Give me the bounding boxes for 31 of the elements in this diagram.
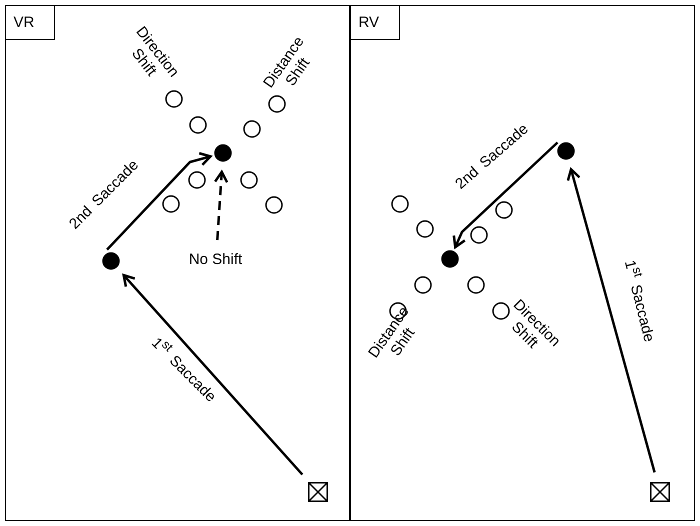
arrow <box>122 274 304 476</box>
target-circle <box>162 194 180 212</box>
target-circle <box>494 200 512 218</box>
panel <box>350 5 695 521</box>
target-circle <box>242 120 260 138</box>
arrow <box>214 170 228 240</box>
fixation-dot <box>556 142 574 160</box>
panel-label: RV <box>350 4 400 40</box>
arrow <box>106 152 212 251</box>
target-circle <box>390 194 408 212</box>
target-circle <box>466 276 484 294</box>
target-circle <box>240 170 258 188</box>
target-circle <box>268 94 286 112</box>
start-marker <box>308 482 328 502</box>
annotation-text: No Shift <box>180 250 252 270</box>
target-circle <box>492 302 510 320</box>
target-circle <box>416 220 434 238</box>
arrow <box>566 168 656 473</box>
fixation-dot <box>440 250 458 268</box>
target-circle <box>188 170 206 188</box>
panel <box>5 5 350 521</box>
fixation-dot <box>214 144 232 162</box>
target-circle <box>164 90 182 108</box>
target-circle <box>264 196 282 214</box>
target-circle <box>414 276 432 294</box>
start-marker <box>650 482 670 502</box>
panel-label: VR <box>4 4 56 40</box>
target-circle <box>470 226 488 244</box>
arrow <box>452 142 558 248</box>
target-circle <box>188 116 206 134</box>
fixation-dot <box>102 252 120 270</box>
